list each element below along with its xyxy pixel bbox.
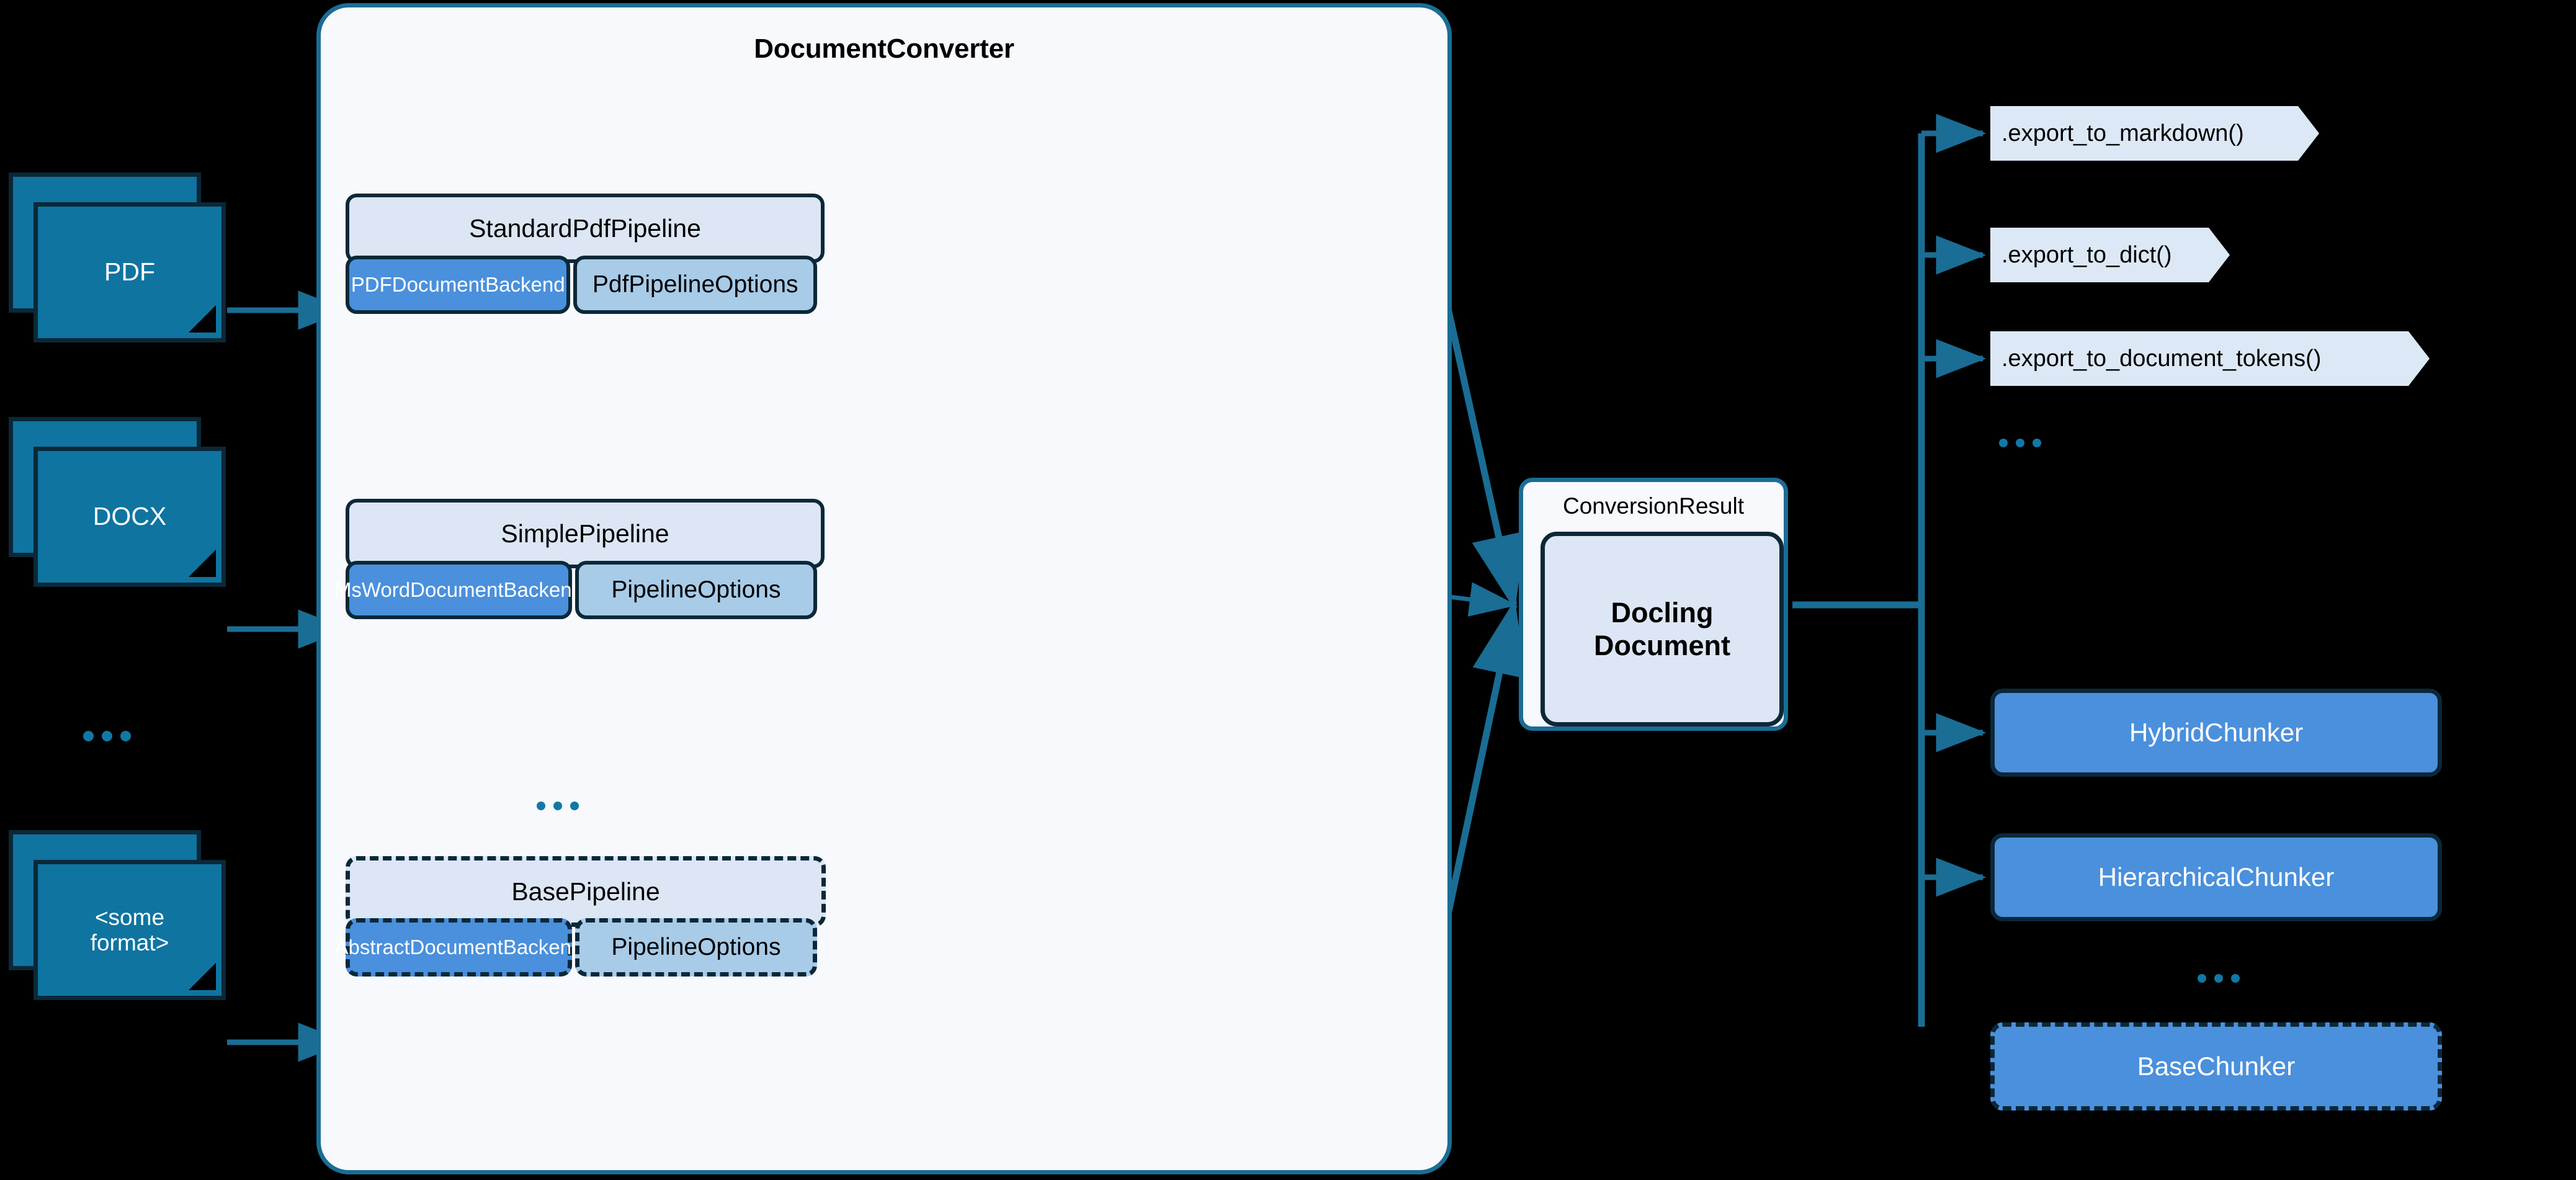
conversion-result-box[interactable]: ConversionResult Docling Document: [1519, 478, 1788, 731]
docling-document-label: Docling Document: [1594, 596, 1730, 662]
options-box-pipelineoptions-base[interactable]: PipelineOptions: [575, 918, 817, 977]
backend-box-pdfdocumentbackend[interactable]: PDFDocumentBackend: [346, 256, 571, 314]
input-label-some-format-line2: format>: [90, 930, 169, 955]
options-box-pdfpipelineoptions[interactable]: PdfPipelineOptions: [573, 256, 817, 314]
input-label-pdf: PDF: [104, 257, 155, 287]
input-document-docx[interactable]: DOCX: [9, 417, 227, 587]
chunker-box-basechunker[interactable]: BaseChunker: [1990, 1022, 2442, 1111]
options-label: PdfPipelineOptions: [592, 271, 798, 298]
input-ellipsis: [83, 731, 131, 741]
docling-document-line2: Document: [1593, 630, 1730, 661]
document-converter-container: DocumentConverter StandardPdfPipeline PD…: [316, 3, 1452, 1174]
arrow-standardpdfpipeline-to-result: [1436, 268, 1526, 610]
pipeline-group-basepipeline[interactable]: BasePipeline AbstractDocumentBackend Pip…: [334, 856, 826, 977]
export-chevron-dict[interactable]: .export_to_dict(): [1990, 228, 2230, 282]
pipeline-name-label: BasePipeline: [511, 877, 660, 906]
pipeline-header-standardpdfpipeline[interactable]: StandardPdfPipeline: [346, 194, 825, 263]
chunker-ellipsis: [2198, 974, 2240, 983]
options-box-pipelineoptions[interactable]: PipelineOptions: [575, 561, 817, 619]
backend-label: MsWordDocumentBackend: [334, 578, 583, 601]
options-label: PipelineOptions: [611, 934, 781, 960]
docling-document-box[interactable]: Docling Document: [1541, 532, 1784, 726]
input-label-some-format-line1: <some: [94, 904, 165, 930]
document-icon-front-sheet: DOCX: [34, 447, 226, 587]
chunker-box-hierarchicalchunker[interactable]: HierarchicalChunker: [1990, 833, 2442, 921]
conversion-result-title: ConversionResult: [1562, 493, 1745, 519]
pipeline-ellipsis: [537, 802, 579, 810]
pipeline-group-standardpdfpipeline[interactable]: StandardPdfPipeline PDFDocumentBackend P…: [346, 194, 825, 314]
backend-box-abstractdocumentbackend[interactable]: AbstractDocumentBackend: [334, 918, 583, 977]
input-label-docx: DOCX: [92, 502, 167, 531]
pipeline-name-label: SimplePipeline: [501, 519, 669, 548]
export-ellipsis: [1999, 439, 2041, 447]
pipeline-header-simplepipeline[interactable]: SimplePipeline: [346, 499, 825, 568]
page-fold-icon: [189, 963, 216, 990]
backend-label: AbstractDocumentBackend: [334, 936, 583, 959]
export-label: .export_to_document_tokens(): [2001, 345, 2322, 372]
export-chevron-markdown[interactable]: .export_to_markdown(): [1990, 106, 2319, 161]
options-label: PipelineOptions: [611, 576, 781, 603]
pipeline-group-simplepipeline[interactable]: SimplePipeline MsWordDocumentBackend Pip…: [334, 499, 825, 619]
page-fold-icon: [189, 550, 216, 577]
export-label: .export_to_dict(): [2001, 241, 2172, 268]
export-label: .export_to_markdown(): [2001, 120, 2244, 146]
input-document-some-format[interactable]: <some format>: [9, 830, 227, 1000]
backend-box-msworddocumentbackend[interactable]: MsWordDocumentBackend: [334, 561, 583, 619]
pipeline-name-label: StandardPdfPipeline: [469, 213, 701, 243]
chunker-box-hybridchunker[interactable]: HybridChunker: [1990, 689, 2442, 777]
chunker-label: HierarchicalChunker: [2098, 862, 2335, 892]
page-fold-icon: [189, 305, 216, 333]
docling-document-line1: Docling: [1611, 596, 1714, 628]
backend-label: PDFDocumentBackend: [351, 273, 565, 296]
chunker-label: BaseChunker: [2137, 1052, 2296, 1081]
document-converter-title: DocumentConverter: [754, 34, 1014, 64]
export-chevron-document-tokens[interactable]: .export_to_document_tokens(): [1990, 331, 2430, 386]
pipeline-header-basepipeline[interactable]: BasePipeline: [346, 856, 826, 927]
input-document-pdf[interactable]: PDF: [9, 172, 227, 342]
chunker-label: HybridChunker: [2129, 718, 2304, 747]
arrow-basepipeline-to-result: [1436, 599, 1526, 957]
